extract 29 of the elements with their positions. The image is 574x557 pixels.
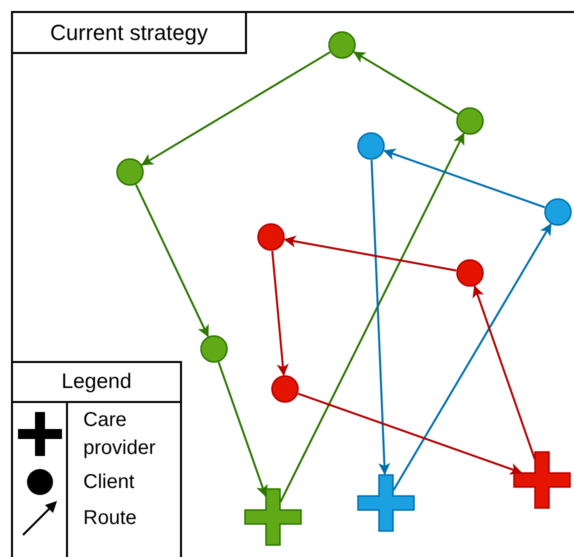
client-circle xyxy=(328,31,356,59)
route-arrow xyxy=(353,51,458,115)
care-provider-cross xyxy=(513,451,571,509)
client-circle xyxy=(257,223,285,251)
care-provider-cross xyxy=(357,474,415,532)
frame-title: Current strategy xyxy=(13,13,247,54)
route-arrow xyxy=(135,184,209,338)
route-arrow xyxy=(392,223,552,491)
client-circle xyxy=(456,259,484,287)
client-circle xyxy=(271,375,299,403)
legend-label: Route xyxy=(82,506,138,531)
care-provider-cross xyxy=(244,488,302,546)
route-arrow xyxy=(280,132,465,502)
route-arrow xyxy=(284,236,456,272)
route-arrow xyxy=(271,250,289,376)
legend-title: Legend xyxy=(13,363,180,403)
route-arrow xyxy=(472,285,536,460)
route-arrow xyxy=(298,392,522,475)
client-circle xyxy=(200,335,228,363)
legend-label: Client xyxy=(82,470,136,495)
client-circle xyxy=(544,198,572,226)
legend-label: Care provider xyxy=(82,408,157,461)
route-arrow xyxy=(141,51,330,166)
client-circle xyxy=(456,107,484,135)
route-arrow xyxy=(383,148,546,208)
route-arrow xyxy=(218,362,268,498)
client-circle xyxy=(357,132,385,160)
route-arrow xyxy=(370,160,390,475)
client-circle xyxy=(116,158,144,186)
